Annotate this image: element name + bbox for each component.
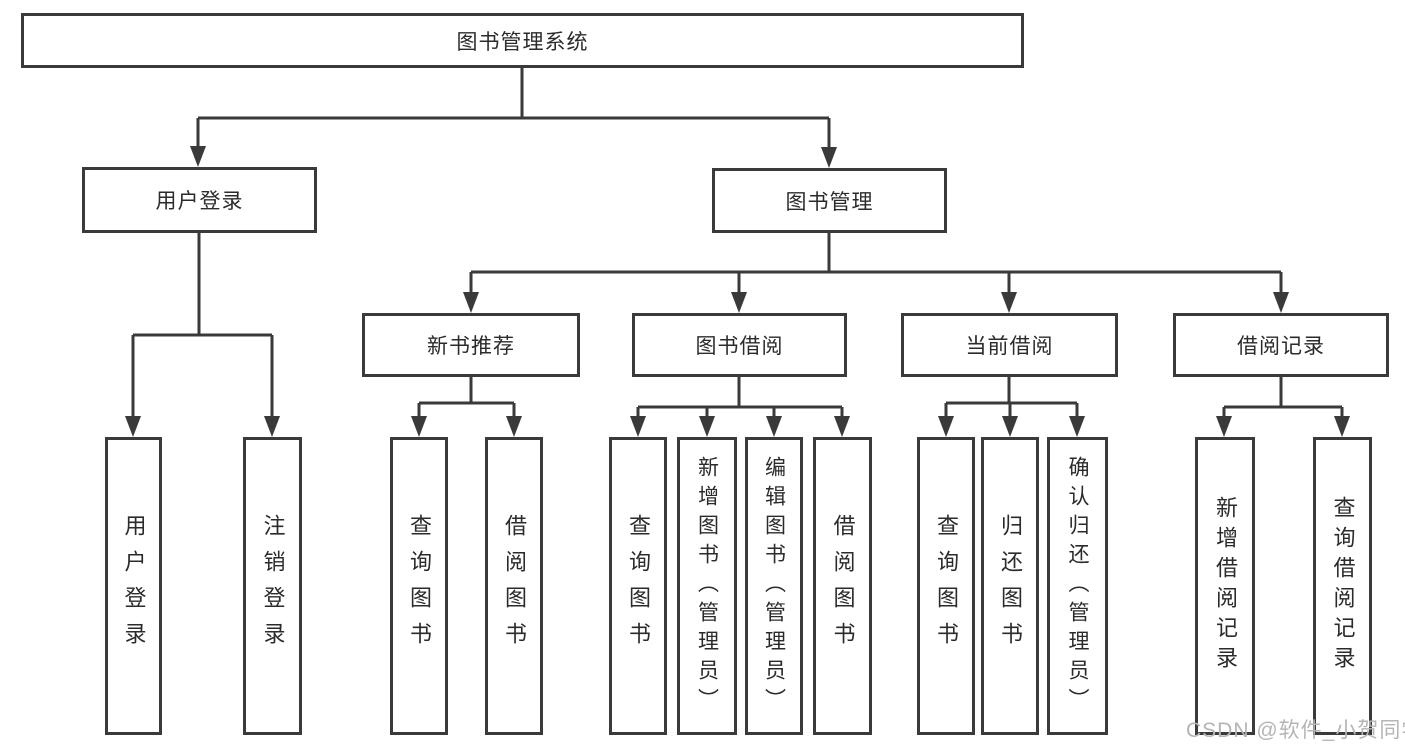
arrowhead bbox=[1002, 416, 1018, 437]
node-query-borrow-record: 查询借阅记录 bbox=[1313, 437, 1372, 735]
node-label: 新增图书（管理员） bbox=[695, 455, 719, 717]
arrowhead bbox=[731, 292, 747, 313]
arrowhead bbox=[630, 416, 646, 437]
arrowhead bbox=[463, 292, 479, 313]
node-return-books: 归还图书 bbox=[981, 437, 1039, 735]
node-user-login-branch: 用户登录 bbox=[82, 167, 317, 233]
node-label: 用户登录 bbox=[155, 190, 244, 213]
node-label: 注销登录 bbox=[260, 514, 286, 658]
node-edit-book-admin: 编辑图书（管理员） bbox=[745, 437, 803, 735]
node-query-books: 查询图书 bbox=[390, 437, 448, 735]
node-label: 借阅图书 bbox=[830, 514, 856, 658]
arrowhead bbox=[1216, 416, 1232, 437]
node-book-management-branch: 图书管理 bbox=[712, 168, 947, 233]
arrowhead bbox=[125, 416, 141, 437]
arrowhead bbox=[1069, 416, 1085, 437]
node-query-books: 查询图书 bbox=[917, 437, 975, 735]
node-new-book-recommendation: 新书推荐 bbox=[362, 313, 580, 377]
node-label: 用户登录 bbox=[121, 514, 147, 658]
node-current-borrowing: 当前借阅 bbox=[901, 313, 1118, 377]
node-add-book-admin: 新增图书（管理员） bbox=[677, 437, 737, 735]
node-label: 新书推荐 bbox=[427, 335, 515, 358]
arrowhead bbox=[1001, 292, 1017, 313]
arrowhead bbox=[699, 416, 715, 437]
arrowhead bbox=[1273, 292, 1289, 313]
arrowhead bbox=[938, 416, 954, 437]
arrowhead bbox=[411, 416, 427, 437]
node-label: 查询图书 bbox=[407, 514, 432, 658]
node-label: 归还图书 bbox=[998, 514, 1023, 658]
arrowhead bbox=[264, 416, 280, 437]
node-label: 图书管理系统 bbox=[456, 30, 589, 54]
node-label: 借阅记录 bbox=[1237, 335, 1325, 358]
node-label: 确认归还（管理员） bbox=[1066, 455, 1089, 717]
node-label: 当前借阅 bbox=[965, 335, 1054, 358]
node-library-management-system: 图书管理系统 bbox=[21, 13, 1024, 68]
arrowhead bbox=[834, 416, 850, 437]
arrowhead bbox=[1334, 416, 1350, 437]
node-query-books: 查询图书 bbox=[609, 437, 667, 735]
node-borrowing-records: 借阅记录 bbox=[1173, 313, 1389, 377]
node-user-login: 用户登录 bbox=[105, 437, 162, 735]
arrowhead bbox=[506, 416, 522, 437]
node-label: 查询借阅记录 bbox=[1330, 496, 1356, 676]
node-label: 图书管理 bbox=[785, 190, 874, 214]
node-borrow-books: 借阅图书 bbox=[485, 437, 543, 735]
node-label: 借阅图书 bbox=[502, 514, 527, 658]
node-add-borrow-record: 新增借阅记录 bbox=[1195, 437, 1255, 735]
node-label: 新增借阅记录 bbox=[1213, 496, 1238, 676]
node-label: 编辑图书（管理员） bbox=[762, 455, 786, 717]
arrowhead bbox=[821, 147, 837, 168]
node-borrow-books: 借阅图书 bbox=[813, 437, 872, 735]
node-label: 查询图书 bbox=[626, 514, 651, 658]
watermark: CSDN @软件_小贺同学 bbox=[1186, 719, 1405, 742]
arrowhead bbox=[766, 416, 782, 437]
arrowhead bbox=[190, 146, 206, 167]
node-label: 查询图书 bbox=[934, 514, 959, 658]
node-book-borrowing: 图书借阅 bbox=[632, 313, 847, 377]
node-confirm-return-admin: 确认归还（管理员） bbox=[1047, 437, 1108, 735]
node-label: 图书借阅 bbox=[695, 335, 784, 358]
node-logout: 注销登录 bbox=[243, 437, 302, 735]
